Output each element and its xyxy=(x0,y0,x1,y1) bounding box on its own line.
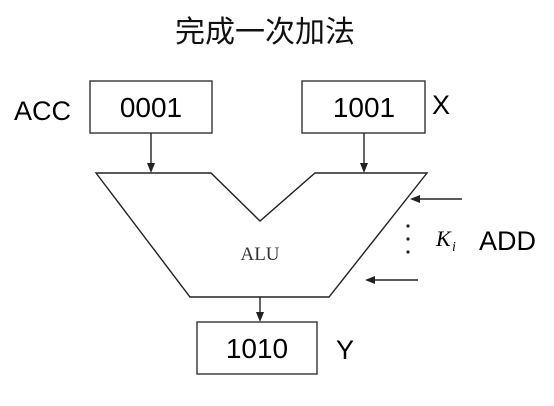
control-signal-label: K xyxy=(435,226,452,251)
y-value: 1010 xyxy=(226,333,288,364)
control-arrow-lower xyxy=(365,276,418,284)
acc-to-alu-arrow xyxy=(147,133,155,173)
operation-label: ADD xyxy=(479,226,536,256)
x-register-box xyxy=(301,80,426,134)
acc-label: ACC xyxy=(14,96,71,126)
page-title: 完成一次加法 xyxy=(175,15,355,50)
vertical-ellipsis-icon xyxy=(406,224,410,254)
acc-value: 0001 xyxy=(120,92,182,123)
y-register-box xyxy=(196,321,318,375)
control-signal-subscript: i xyxy=(452,240,456,255)
alu-label: ALU xyxy=(240,244,279,265)
y-label: Y xyxy=(336,335,354,365)
alu-shape xyxy=(94,172,429,298)
control-arrow-upper xyxy=(410,195,462,203)
x-to-alu-arrow xyxy=(360,133,368,173)
x-value: 1001 xyxy=(333,92,395,123)
x-label: X xyxy=(432,90,450,120)
acc-register-box xyxy=(89,80,213,134)
alu-to-y-arrow xyxy=(256,297,264,322)
